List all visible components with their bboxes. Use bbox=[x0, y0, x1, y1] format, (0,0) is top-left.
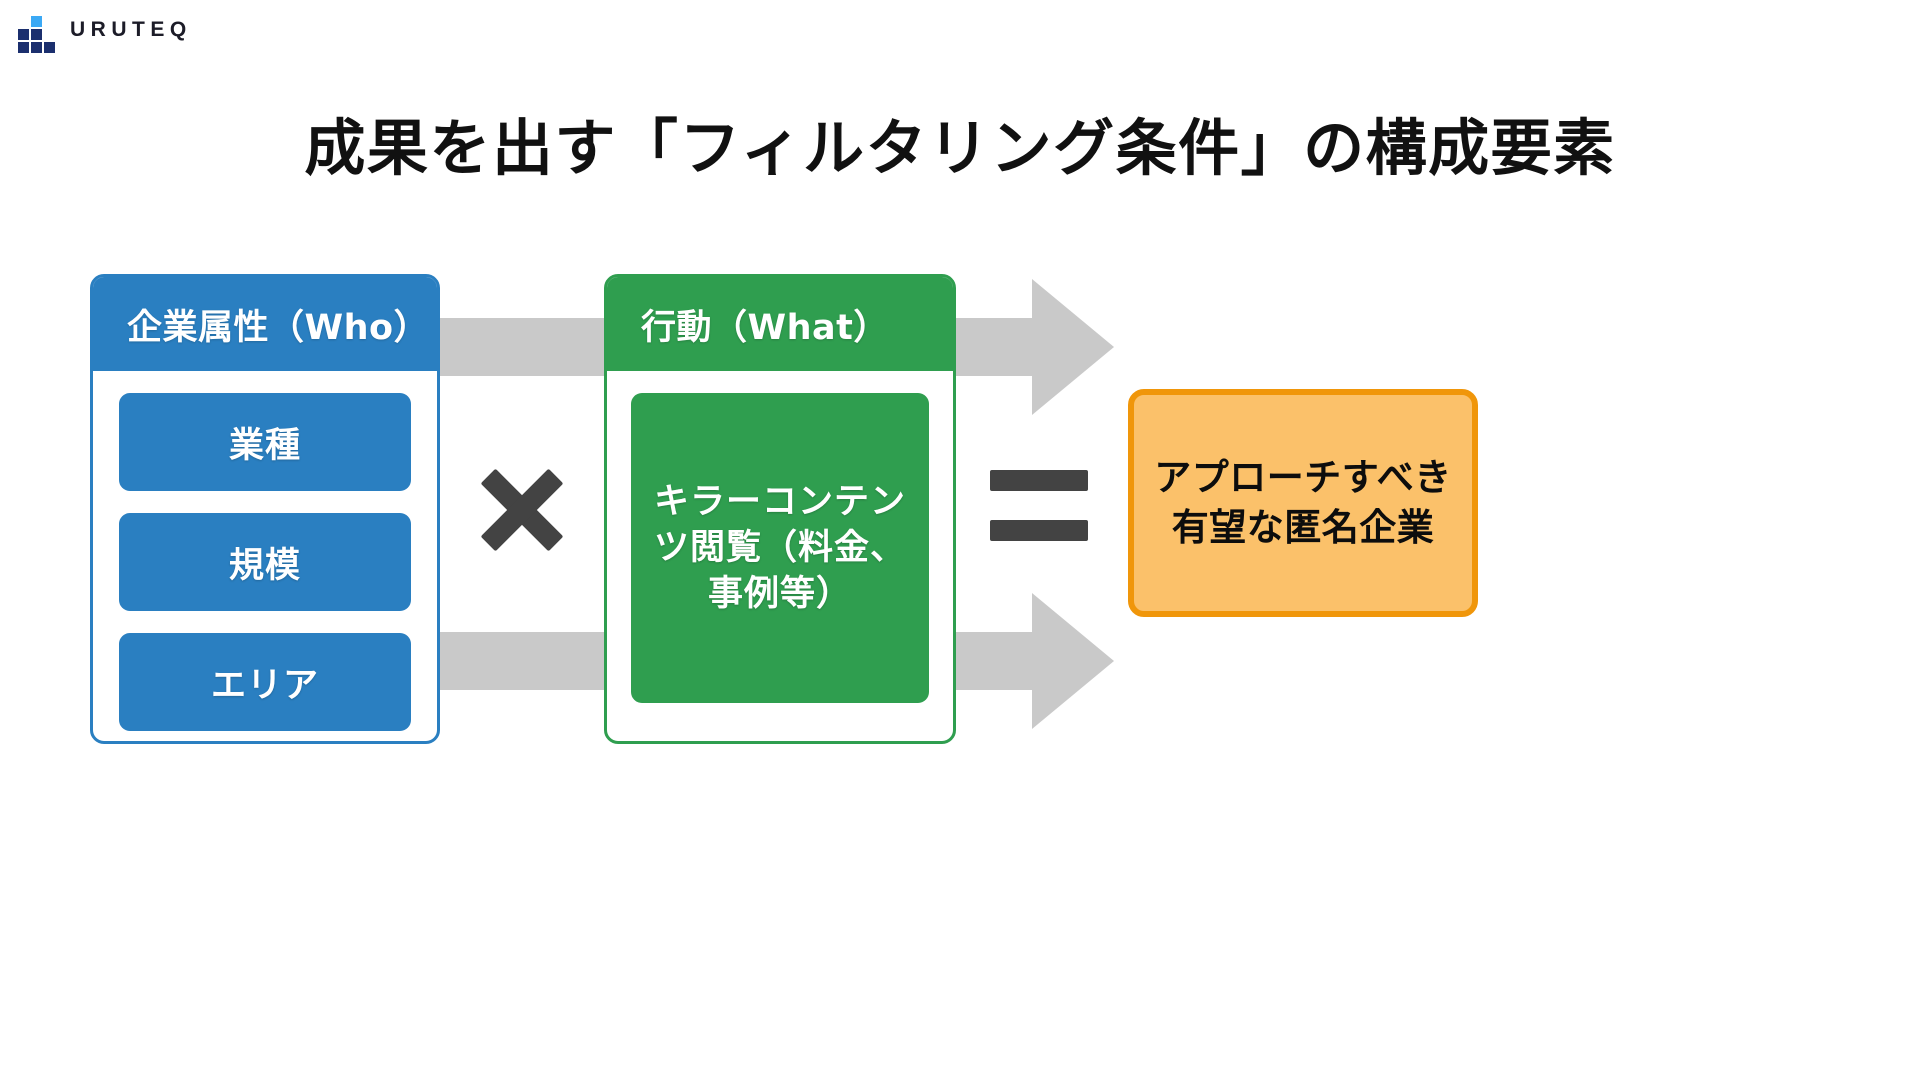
page-title: 成果を出す「フィルタリング条件」の構成要素 bbox=[304, 113, 1616, 184]
equals-operator-icon bbox=[990, 466, 1088, 546]
card-behavior[interactable]: 行動（What） キラーコンテンツ閲覧（料金、事例等） bbox=[604, 274, 956, 744]
card-behavior-body: キラーコンテンツ閲覧（料金、事例等） bbox=[607, 371, 953, 727]
uruteq-logo-icon bbox=[18, 13, 56, 53]
brand-logo: URUTEQ bbox=[18, 10, 192, 53]
chip-area[interactable]: エリア bbox=[119, 633, 411, 731]
card-result-target-companies[interactable]: アプローチすべき 有望な匿名企業 bbox=[1128, 389, 1478, 617]
card-company-attributes[interactable]: 企業属性（Who） 業種 規模 エリア bbox=[90, 274, 440, 744]
chip-killer-content[interactable]: キラーコンテンツ閲覧（料金、事例等） bbox=[631, 393, 929, 703]
card-result-text: アプローチすべき 有望な匿名企業 bbox=[1154, 453, 1451, 552]
multiply-operator-icon bbox=[474, 462, 570, 558]
card-behavior-header: 行動（What） bbox=[607, 277, 953, 371]
card-company-attributes-body: 業種 規模 エリア bbox=[93, 371, 437, 741]
result-line-2: 有望な匿名企業 bbox=[1171, 506, 1435, 549]
chip-size[interactable]: 規模 bbox=[119, 513, 411, 611]
chip-industry[interactable]: 業種 bbox=[119, 393, 411, 491]
card-company-attributes-header: 企業属性（Who） bbox=[93, 277, 437, 371]
result-line-1: アプローチすべき bbox=[1154, 456, 1452, 500]
brand-wordmark: URUTEQ bbox=[70, 18, 192, 41]
